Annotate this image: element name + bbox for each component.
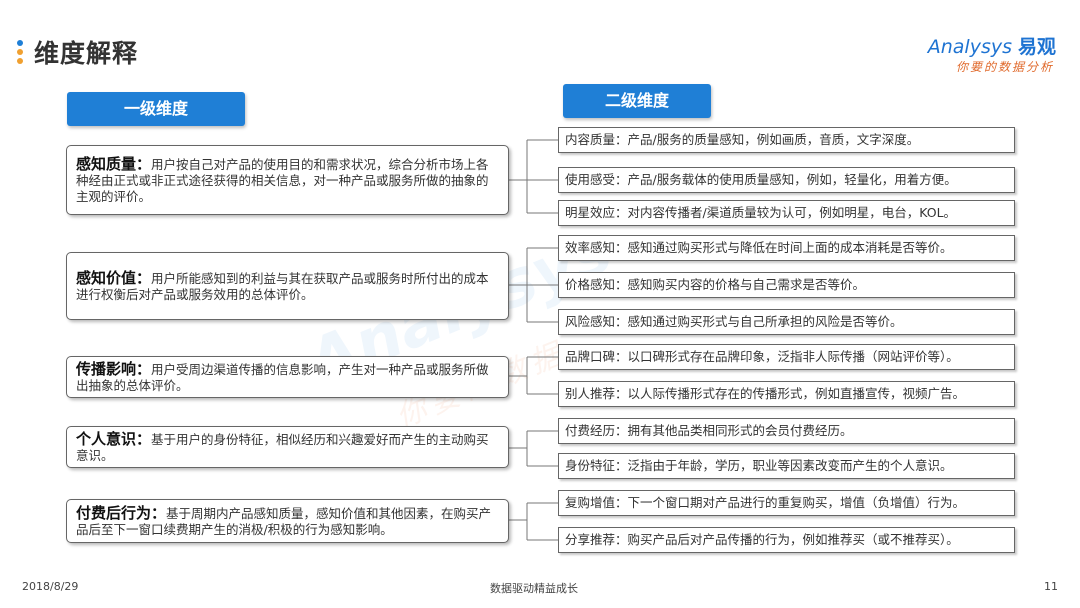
page-number: 11 — [1044, 580, 1058, 593]
level1-term: 个人意识： — [76, 429, 152, 448]
level1-desc: 用户按自己对产品的使用目的和需求状况，综合分析市场上各种经由正式或非正式途径获得… — [76, 156, 489, 204]
level2-item: 付费经历：拥有其他品类相同形式的会员付费经历。 — [558, 418, 1015, 444]
page-title: 维度解释 — [34, 39, 139, 68]
footer-date: 2018/8/29 — [22, 580, 79, 593]
level1-term: 付费后行为： — [76, 503, 167, 522]
logo-brand-en: Analysys — [927, 36, 1012, 58]
level2-item: 品牌口碑：以口碑形式存在品牌印象，泛指非人际传播（网站评价等）。 — [558, 344, 1015, 370]
level1-box-post-payment: 付费后行为：基于周期内产品感知质量，感知价值和其他因素，在购买产品后至下一窗口续… — [66, 499, 509, 543]
level2-item: 身份特征：泛指由于年龄，学历，职业等因素改变而产生的个人意识。 — [558, 453, 1015, 479]
level1-term: 传播影响： — [76, 359, 152, 378]
level2-header: 二级维度 — [563, 84, 711, 118]
level1-box-perceived-quality: 感知质量：用户按自己对产品的使用目的和需求状况，综合分析市场上各种经由正式或非正… — [66, 145, 509, 215]
level2-item: 使用感受：产品/服务载体的使用质量感知，例如，轻量化，用着方便。 — [558, 167, 1015, 193]
level2-item: 内容质量：产品/服务的质量感知，例如画质，音质，文字深度。 — [558, 127, 1015, 153]
level1-term: 感知质量： — [76, 154, 152, 173]
logo-slogan: 你要的数据分析 — [955, 60, 1054, 74]
level1-box-perceived-value: 感知价值：用户所能感知到的利益与其在获取产品或服务时所付出的成本进行权衡后对产品… — [66, 252, 509, 320]
level2-item: 效率感知：感知通过购买形式与降低在时间上面的成本消耗是否等价。 — [558, 235, 1015, 261]
level1-box-personal-awareness: 个人意识：基于用户的身份特征，相似经历和兴趣爱好而产生的主动购买意识。 — [66, 426, 509, 468]
level2-item: 分享推荐：购买产品后对产品传播的行为，例如推荐买（或不推荐买）。 — [558, 527, 1015, 553]
level1-term: 感知价值： — [76, 268, 152, 287]
level1-header: 一级维度 — [67, 92, 245, 126]
level2-item: 明星效应：对内容传播者/渠道质量较为认可，例如明星，电台，KOL。 — [558, 200, 1015, 226]
level2-item: 风险感知：感知通过购买形式与自己所承担的风险是否等价。 — [558, 309, 1015, 335]
logo-brand-cn: 易观 — [1017, 36, 1056, 58]
footer-slogan: 数据驱动精益成长 — [490, 582, 578, 595]
level1-desc: 基于用户的身份特征，相似经历和兴趣爱好而产生的主动购买意识。 — [76, 431, 489, 463]
title-dots-icon — [17, 40, 23, 67]
level2-item: 别人推荐：以人际传播形式存在的传播形式，例如直播宣传，视频广告。 — [558, 381, 1015, 407]
level1-desc: 用户受周边渠道传播的信息影响，产生对一种产品或服务所做出抽象的总体评价。 — [76, 361, 489, 393]
level2-item: 复购增值：下一个窗口期对产品进行的重复购买，增值（负增值）行为。 — [558, 490, 1015, 516]
level1-box-propagation: 传播影响：用户受周边渠道传播的信息影响，产生对一种产品或服务所做出抽象的总体评价… — [66, 356, 509, 398]
level2-item: 价格感知：感知购买内容的价格与自己需求是否等价。 — [558, 272, 1015, 298]
level1-desc: 基于周期内产品感知质量，感知价值和其他因素，在购买产品后至下一窗口续费期产生的消… — [76, 505, 492, 537]
level1-desc: 用户所能感知到的利益与其在获取产品或服务时所付出的成本进行权衡后对产品或服务效用… — [76, 270, 489, 302]
